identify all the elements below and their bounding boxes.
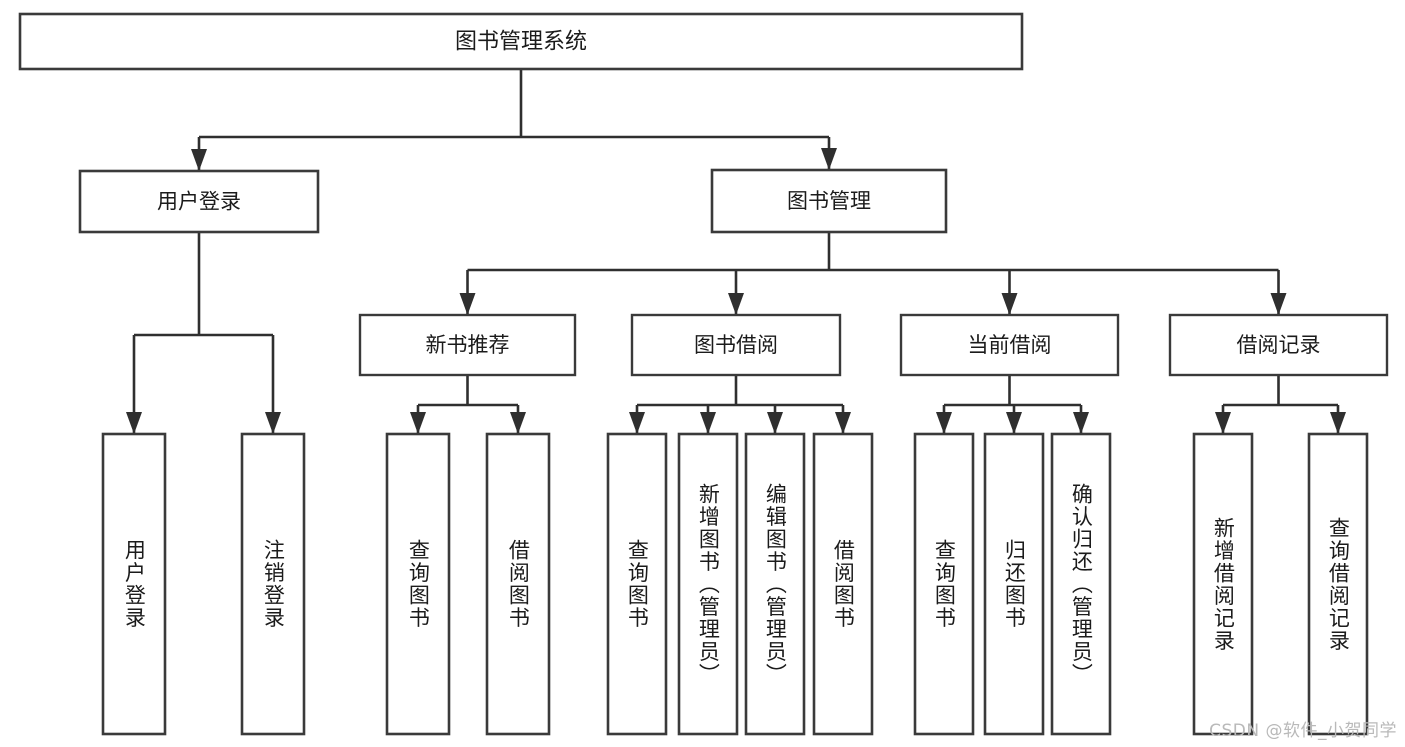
arrow-head-icon	[835, 412, 851, 434]
node-leaf-用户登录-0[interactable]	[101, 432, 167, 736]
node-level1-用户登录[interactable]	[78, 169, 320, 234]
level2-label-0: 新书推荐	[426, 333, 510, 357]
node-leaf-查询图书-8[interactable]	[913, 432, 975, 736]
arrow-head-icon	[126, 412, 142, 434]
node-leaf-编辑图书管理员-6[interactable]	[744, 432, 806, 736]
arrow-head-icon	[936, 412, 952, 434]
node-leaf-查询图书-4[interactable]	[606, 432, 668, 736]
node-leaf-注销登录-1[interactable]	[240, 432, 306, 736]
arrow-head-icon	[1006, 412, 1022, 434]
arrow-head-icon	[821, 148, 837, 170]
node-leaf-查询图书-2[interactable]	[385, 432, 451, 736]
node-level2-图书借阅[interactable]	[630, 313, 842, 377]
node-leaf-新增借阅记录-11[interactable]	[1192, 432, 1254, 736]
arrow-head-icon	[510, 412, 526, 434]
root-label: 图书管理系统	[455, 30, 587, 55]
arrow-head-icon	[1215, 412, 1231, 434]
arrow-head-icon	[728, 293, 744, 315]
node-leaf-新增图书管理员-5[interactable]	[677, 432, 739, 736]
arrow-head-icon	[1330, 412, 1346, 434]
node-level2-当前借阅[interactable]	[899, 313, 1120, 377]
arrow-head-icon	[410, 412, 426, 434]
arrow-head-icon	[1001, 293, 1018, 315]
arrow-head-icon	[1270, 293, 1287, 315]
level1-label-0: 用户登录	[157, 190, 241, 214]
level2-label-2: 当前借阅	[968, 333, 1052, 357]
arrow-head-icon	[1073, 412, 1089, 434]
arrow-head-icon	[265, 412, 281, 434]
node-level2-新书推荐[interactable]	[358, 313, 577, 377]
arrow-head-icon	[629, 412, 645, 434]
node-leaf-借阅图书-7[interactable]	[812, 432, 874, 736]
node-level2-借阅记录[interactable]	[1168, 313, 1389, 377]
level2-label-3: 借阅记录	[1237, 333, 1321, 357]
level2-label-1: 图书借阅	[694, 333, 778, 357]
node-leaf-确认归还管理员-10[interactable]	[1050, 432, 1112, 736]
arrow-head-icon	[459, 293, 476, 315]
arrow-head-icon	[767, 412, 783, 434]
node-leaf-查询借阅记录-12[interactable]	[1307, 432, 1369, 736]
connectors-layer	[126, 69, 1346, 434]
node-level1-图书管理[interactable]	[710, 168, 948, 234]
node-root-图书管理系统[interactable]	[18, 12, 1024, 71]
arrow-head-icon	[700, 412, 716, 434]
node-leaf-归还图书-9[interactable]	[983, 432, 1045, 736]
boxes-layer	[18, 12, 1389, 736]
node-leaf-借阅图书-3[interactable]	[485, 432, 551, 736]
arrow-head-icon	[191, 149, 207, 171]
csdn-watermark: CSDN @软件_小贺同学	[1209, 721, 1397, 741]
level1-label-1: 图书管理	[787, 189, 871, 213]
